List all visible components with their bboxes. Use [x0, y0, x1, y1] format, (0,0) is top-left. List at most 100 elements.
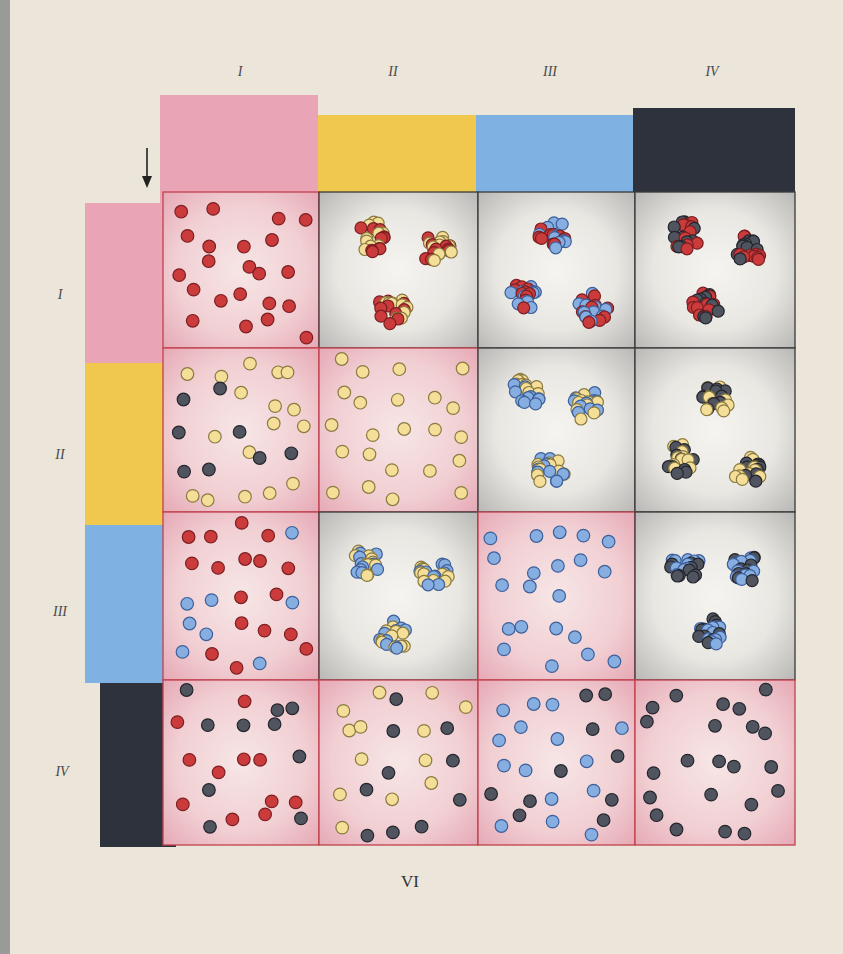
particle: [650, 809, 663, 822]
particle: [361, 569, 373, 581]
particle: [745, 798, 758, 811]
particle: [269, 400, 282, 413]
particle: [575, 413, 587, 425]
particle: [493, 734, 506, 747]
particle: [580, 755, 593, 768]
arrow-head: [142, 176, 152, 188]
particle: [495, 820, 508, 833]
particle: [298, 420, 311, 433]
particle: [551, 733, 564, 746]
particle: [681, 754, 694, 767]
particle: [587, 784, 600, 797]
cluster-cell: [635, 348, 795, 512]
particle: [253, 657, 266, 670]
particle: [710, 638, 722, 650]
particle: [183, 617, 196, 630]
particle: [283, 300, 296, 313]
cluster-cell: [635, 512, 795, 680]
particle: [496, 579, 509, 592]
particle: [187, 283, 200, 296]
particle: [235, 517, 248, 530]
particle: [527, 698, 540, 711]
particle: [445, 246, 457, 258]
particle: [337, 705, 350, 718]
particle: [429, 391, 442, 404]
mixture-cell: [163, 192, 319, 348]
particle: [270, 588, 283, 601]
particle: [454, 794, 467, 807]
particle: [206, 648, 219, 661]
particle: [186, 557, 199, 570]
particle: [713, 755, 726, 768]
particle: [393, 363, 406, 376]
particle: [419, 754, 432, 767]
page-edge: [0, 0, 10, 954]
particle: [265, 795, 278, 808]
particle: [299, 214, 312, 227]
particle: [415, 820, 428, 833]
header-pink: [85, 203, 163, 363]
particle: [268, 718, 281, 731]
row-number: IV: [55, 764, 68, 780]
particle: [203, 240, 216, 253]
particle: [546, 815, 559, 828]
particle: [183, 754, 196, 767]
particle: [204, 821, 217, 834]
mixture-cell: [163, 680, 319, 845]
particle: [367, 429, 380, 442]
particle: [515, 621, 528, 634]
particle: [765, 761, 778, 774]
particle: [550, 622, 563, 635]
particle: [733, 703, 746, 716]
particle: [647, 767, 660, 780]
particle: [530, 398, 542, 410]
particle: [336, 445, 349, 458]
particle: [253, 267, 266, 280]
particle: [254, 754, 267, 767]
particle: [738, 827, 751, 840]
particle: [285, 628, 298, 641]
particle: [373, 686, 386, 699]
particle: [524, 795, 537, 808]
particle: [209, 430, 222, 443]
particle: [272, 212, 285, 225]
particle: [709, 720, 722, 733]
particle: [205, 594, 218, 607]
figure-number: VI: [401, 872, 419, 892]
particle: [226, 813, 239, 826]
particle: [398, 423, 411, 436]
particle: [391, 642, 403, 654]
cluster-cell: [635, 192, 795, 348]
particle: [681, 243, 693, 255]
particle: [746, 575, 758, 587]
particle: [235, 591, 248, 604]
particle: [672, 570, 684, 582]
particle: [426, 687, 439, 700]
particle: [485, 788, 498, 801]
particle: [263, 297, 276, 310]
particle: [295, 812, 308, 825]
cluster-cell: [319, 192, 478, 348]
particle: [552, 560, 565, 573]
particle: [574, 554, 587, 567]
particle: [335, 353, 348, 366]
particle: [701, 404, 713, 416]
particle: [181, 598, 194, 611]
particle: [286, 527, 299, 540]
particle: [425, 777, 438, 790]
particle: [271, 704, 284, 717]
particle: [447, 754, 460, 767]
particle: [453, 454, 466, 467]
particle: [582, 648, 595, 661]
particle: [671, 467, 683, 479]
particle: [424, 465, 437, 478]
particle: [555, 765, 568, 778]
column-number: II: [388, 64, 397, 80]
particle: [498, 759, 511, 772]
particle: [267, 417, 280, 430]
particle: [518, 302, 530, 314]
particle: [556, 218, 568, 230]
particle: [203, 463, 216, 476]
header-dark: [633, 108, 795, 193]
particle: [646, 701, 659, 714]
